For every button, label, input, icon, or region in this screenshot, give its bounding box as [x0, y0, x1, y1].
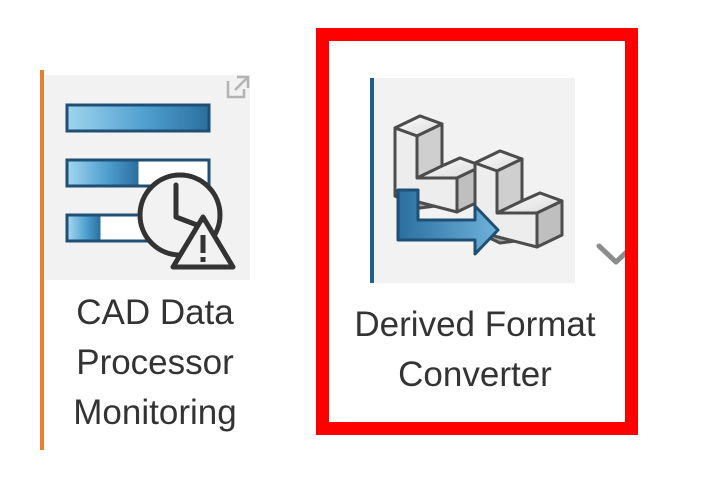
tile-label-line: CAD Data [76, 293, 234, 332]
tile-derived-format-converter[interactable]: Derived Format Converter [354, 70, 596, 440]
tile-cad-data-processor-monitoring[interactable]: CAD Data Processor Monitoring [40, 70, 270, 450]
external-link-icon[interactable] [225, 74, 251, 100]
chevron-down-icon[interactable] [595, 238, 637, 268]
tile-label: Derived Format Converter [315, 300, 635, 400]
tile-icon-container [370, 78, 575, 283]
tile-label-line: Processor [76, 343, 234, 382]
tile-accent-bar [40, 70, 44, 450]
tile-accent-bar [370, 78, 374, 283]
tile-icon-container [45, 75, 250, 280]
tile-label-line: Monitoring [73, 393, 237, 432]
tile-label-line: Derived Format [354, 305, 596, 344]
tile-label-line: Converter [398, 355, 552, 394]
format-conversion-icon [393, 114, 564, 256]
progress-bars-clock-warning-icon [65, 103, 236, 270]
tile-label: CAD Data Processor Monitoring [10, 288, 300, 438]
